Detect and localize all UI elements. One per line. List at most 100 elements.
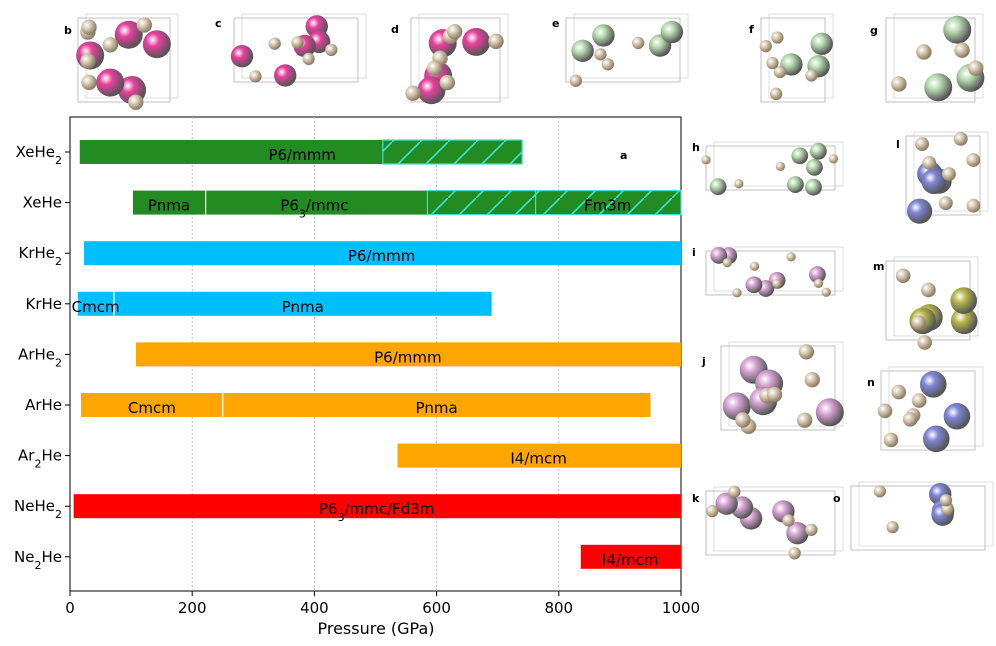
- panel-letter-l: l: [896, 138, 900, 151]
- he-atom: [915, 137, 929, 152]
- he-atom: [728, 485, 741, 498]
- unit-cell: [565, 17, 681, 83]
- compound-label: Ne2He: [14, 548, 62, 572]
- he-atom: [877, 403, 893, 419]
- heavy-atom: [809, 142, 827, 160]
- he-atom: [488, 33, 504, 49]
- he-atom: [796, 412, 813, 428]
- he-atom: [80, 53, 96, 69]
- heavy-atom: [805, 178, 822, 196]
- structure-o: o: [833, 481, 994, 551]
- phase-label: Cmcm: [72, 298, 120, 316]
- he-atom: [782, 514, 795, 527]
- he-atom: [136, 17, 153, 33]
- panel-letter-d: d: [391, 23, 399, 36]
- phase-bar: [205, 190, 428, 215]
- heavy-atom: [592, 24, 615, 47]
- he-atom: [773, 65, 787, 79]
- unit-cell-back: [858, 481, 994, 547]
- he-atom: [426, 60, 443, 76]
- unit-cell: [720, 345, 836, 431]
- compound-label: KrHe: [25, 295, 62, 313]
- he-atom: [891, 384, 907, 400]
- phase-bar: [79, 140, 383, 164]
- he-atom: [966, 198, 981, 213]
- heavy-atom: [417, 76, 446, 105]
- heavy-atom: [715, 492, 738, 515]
- he-atom: [891, 76, 907, 92]
- he-atom: [786, 252, 796, 262]
- phase-bar: [135, 342, 681, 367]
- heavy-atom: [142, 30, 171, 59]
- he-atom: [766, 56, 779, 70]
- compound-label: ArHe: [25, 396, 62, 414]
- he-atom: [759, 39, 772, 53]
- he-atom: [771, 31, 784, 44]
- structure-j: j: [701, 341, 844, 435]
- he-atom: [788, 547, 801, 560]
- phase-label: I4/mcm: [602, 551, 659, 569]
- x-tick-label: 600: [422, 599, 451, 617]
- he-atom: [813, 278, 824, 288]
- phase-bar: [396, 443, 681, 468]
- heavy-atom: [660, 20, 684, 44]
- structure-g: g: [870, 13, 985, 103]
- panel-letter-n: n: [867, 376, 875, 389]
- phase-label: Pnma: [416, 399, 458, 417]
- phase-bar: [222, 393, 651, 417]
- unit-cell: [850, 485, 986, 551]
- he-atom: [942, 167, 956, 181]
- he-atom: [828, 154, 839, 164]
- x-axis-title: Pressure (GPa): [317, 619, 434, 638]
- he-atom: [594, 48, 607, 61]
- structure-k: k: [692, 485, 844, 560]
- unit-cell-back: [713, 246, 844, 292]
- he-atom: [735, 412, 751, 428]
- he-atom: [268, 37, 281, 50]
- phase-label: Fm3m: [584, 197, 631, 215]
- heavy-atom: [810, 32, 833, 55]
- heavy-atom: [809, 266, 826, 283]
- structure-i: i: [692, 246, 844, 298]
- he-atom: [732, 288, 742, 298]
- he-atom: [102, 37, 119, 53]
- unit-cell: [885, 17, 976, 103]
- phase-label: P63/mmc/Fd3m: [319, 500, 434, 524]
- he-atom: [291, 36, 304, 49]
- x-tick-label: 400: [300, 599, 329, 617]
- he-atom: [939, 494, 953, 507]
- compound-labels: XeHe2XeHeKrHe2KrHeArHe2ArHeAr2HeNeHe2Ne2…: [14, 143, 70, 571]
- panel-letter-o: o: [833, 492, 841, 505]
- panel-letter-i: i: [692, 246, 696, 259]
- he-atom: [569, 74, 583, 87]
- phase-label: I4/mcm: [510, 450, 567, 468]
- he-atom: [921, 282, 936, 298]
- x-tick-label: 800: [544, 599, 573, 617]
- unit-cell: [705, 145, 836, 191]
- phase-bar: [113, 291, 492, 316]
- heavy-atom: [950, 307, 978, 335]
- structure-c: c: [215, 13, 367, 87]
- he-atom: [821, 287, 831, 297]
- he-atom: [446, 23, 463, 40]
- he-atom: [883, 432, 899, 448]
- panel-letter-k: k: [692, 492, 700, 505]
- heavy-atom: [806, 158, 823, 176]
- phase-label: Pnma: [282, 298, 324, 316]
- x-tick-label: 0: [65, 599, 75, 617]
- unit-cell-back: [418, 13, 509, 99]
- heavy-atom: [710, 247, 728, 264]
- structure-f: f: [749, 13, 834, 103]
- phase-label: P63/mmc: [280, 197, 348, 221]
- heavy-atom: [791, 147, 809, 165]
- he-atom: [750, 261, 760, 271]
- he-atom: [895, 268, 911, 284]
- he-atom: [968, 60, 984, 76]
- heavy-atom: [462, 27, 491, 56]
- panel-letter-e: e: [552, 17, 559, 30]
- heavy-atom: [815, 398, 844, 427]
- he-atom: [886, 520, 899, 534]
- compound-label: XeHe2: [16, 143, 62, 167]
